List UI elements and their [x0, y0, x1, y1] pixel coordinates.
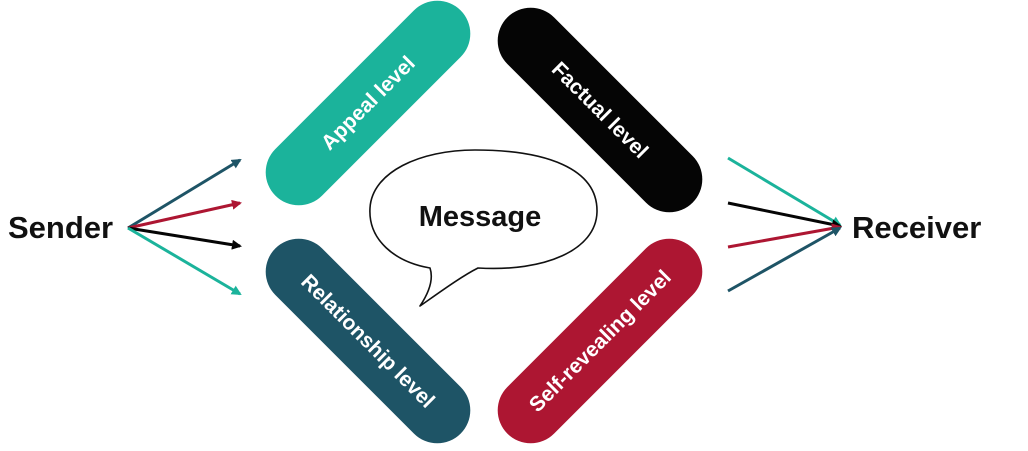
sender-arrow-teal: [127, 226, 242, 296]
sender-arrow-red: [127, 199, 242, 230]
receiver-arrow-teal: [727, 156, 842, 227]
speech-bubble-icon: [369, 149, 598, 307]
receiver-arrows: [727, 156, 842, 293]
receiver-arrow-navy: [727, 226, 842, 293]
sender-arrow-navy: [127, 158, 242, 230]
receiver-arrow-red: [727, 223, 842, 249]
receiver-label: Receiver: [852, 210, 981, 245]
relationship-level-shape: [265, 238, 471, 444]
sender-arrows: [127, 158, 242, 296]
self-revealing-level-shape: [497, 238, 703, 444]
receiver-arrow-black: [727, 201, 842, 230]
factual-level-shape: [497, 7, 703, 213]
self-revealing-level-label: Self-revealing level: [525, 266, 676, 417]
sender-label: Sender: [8, 210, 113, 245]
sender-arrow-black: [127, 226, 242, 250]
message-speech-bubble: Message: [369, 149, 598, 307]
relationship-level-label: Relationship level: [296, 270, 439, 413]
appeal-level-shape: [265, 0, 471, 206]
message-label: Message: [419, 201, 542, 233]
